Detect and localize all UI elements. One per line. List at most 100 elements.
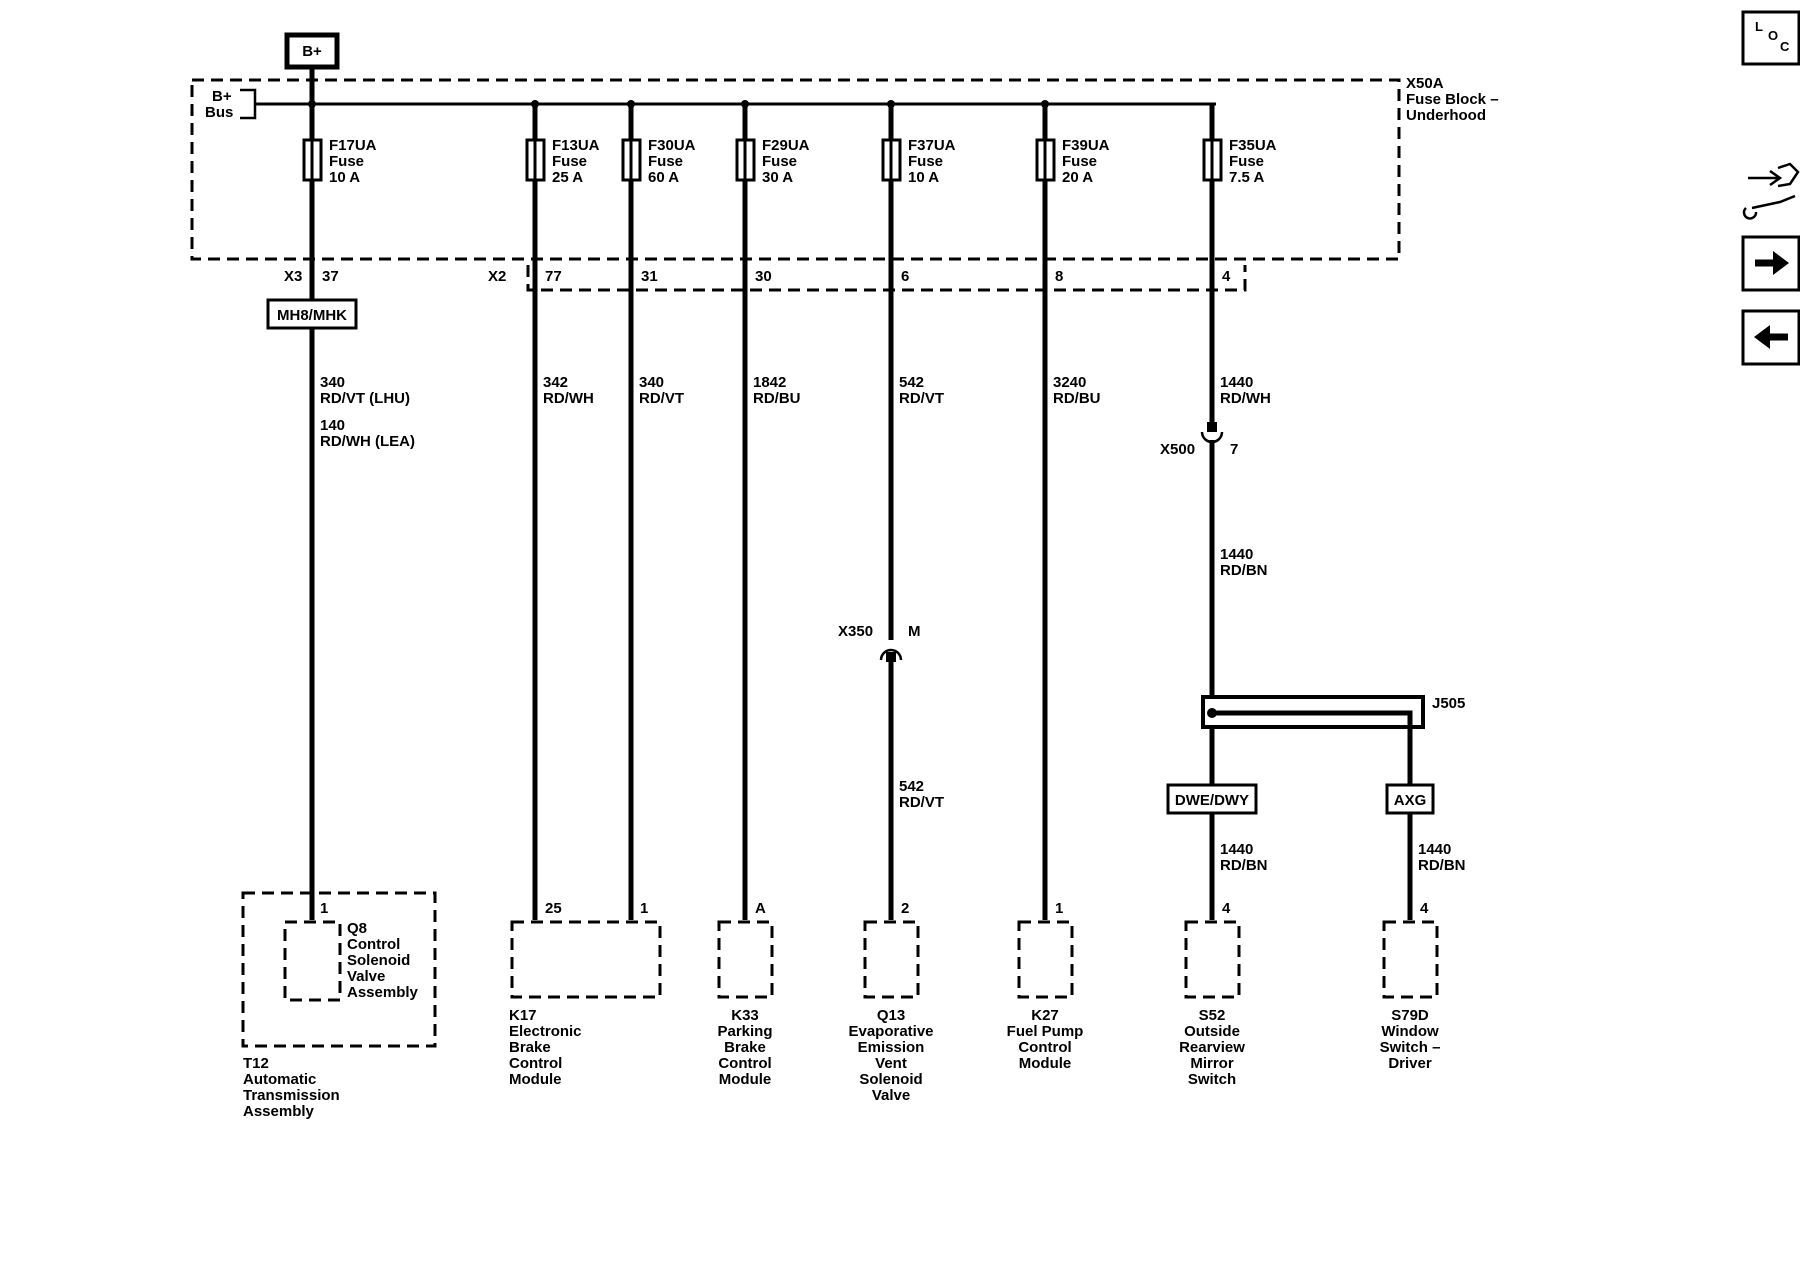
component-pin: 4	[1420, 900, 1429, 917]
fuse-rating: 7.5 A	[1229, 169, 1264, 186]
circuit-f37ua: F37UA Fuse 10 A 6 542 RD/VT X350 M 542 R…	[838, 100, 956, 920]
circuit-f30ua: F30UA Fuse 60 A 31 340 RD/VT	[621, 100, 696, 920]
component-text: Control	[718, 1055, 771, 1072]
wire-number: 1440	[1418, 841, 1451, 858]
fuse-rating: 60 A	[648, 169, 679, 186]
wire-color: RD/BU	[753, 390, 801, 407]
component-text: Emission	[858, 1039, 925, 1056]
wire-number: 340	[320, 374, 345, 391]
fuse-pin: 37	[322, 268, 339, 285]
fuse-type: Fuse	[1062, 153, 1097, 170]
arrow-right-icon[interactable]	[1741, 235, 1800, 292]
fuse-rating: 25 A	[552, 169, 583, 186]
fuse-block-id: X50A	[1406, 75, 1444, 92]
component-text: Brake	[724, 1039, 766, 1056]
wire-number: 542	[899, 778, 924, 795]
component-pin: 2	[901, 900, 909, 917]
component-text: Solenoid	[859, 1071, 922, 1088]
component-text: Driver	[1388, 1055, 1432, 1072]
component-text: Rearview	[1179, 1039, 1245, 1056]
wire-color: RD/BN	[1220, 562, 1268, 579]
component-text: Valve	[347, 968, 385, 985]
component-text: Vent	[875, 1055, 907, 1072]
x500-label: X500	[1160, 441, 1195, 458]
component-text: Switch –	[1380, 1039, 1441, 1056]
bus-label-2: Bus	[205, 104, 233, 121]
wire-number: 340	[639, 374, 664, 391]
x350-label: X350	[838, 623, 873, 640]
fuse-block-label: X50A Fuse Block – Underhood	[1406, 75, 1499, 124]
component-text: Mirror	[1190, 1055, 1234, 1072]
component-text: Assembly	[347, 984, 419, 1001]
component-id: S79D	[1391, 1007, 1429, 1024]
x350-pin: M	[908, 623, 921, 640]
wire-color: RD/WH	[543, 390, 594, 407]
fuse-type: Fuse	[329, 153, 364, 170]
fuse-type: Fuse	[552, 153, 587, 170]
component-text: Brake	[509, 1039, 551, 1056]
component-text: Control	[509, 1055, 562, 1072]
component-text: Module	[719, 1071, 772, 1088]
component-text: Fuel Pump	[1007, 1023, 1084, 1040]
option-axg: AXG	[1394, 792, 1427, 809]
fuse-pin: 31	[641, 268, 658, 285]
component-text: Module	[1019, 1055, 1072, 1072]
option-box-mh8	[266, 298, 358, 330]
bplus-bus: B+ Bus	[205, 88, 1216, 121]
bus-label-1: B+	[212, 88, 232, 105]
arrow-left-icon[interactable]	[1741, 309, 1800, 366]
component-k33: A K33 Parking Brake Control Module	[717, 900, 774, 1088]
circuit-f13ua: F13UA Fuse 25 A 77 342 RD/WH	[525, 100, 600, 920]
fuse-type: Fuse	[1229, 153, 1264, 170]
component-text: Module	[509, 1071, 562, 1088]
bplus-label: B+	[302, 43, 322, 60]
component-id: Q13	[877, 1007, 905, 1024]
component-id: K27	[1031, 1007, 1059, 1024]
circuit-f29ua: F29UA Fuse 30 A 30 1842 RD/BU	[735, 100, 810, 920]
circuit-f17ua: F17UA Fuse 10 A 37 MH8/MHK 340 RD/VT (LH…	[266, 67, 415, 920]
loc-icon[interactable]: L O C	[1741, 10, 1800, 66]
wire-color: RD/VT	[639, 390, 684, 407]
option-box-axg	[1385, 783, 1435, 815]
component-id: K33	[731, 1007, 759, 1024]
wire-color-alt: RD/WH (LEA)	[320, 433, 415, 450]
component-text: Valve	[872, 1087, 910, 1104]
fuse-rating: 10 A	[329, 169, 360, 186]
x350-connector-icon	[879, 648, 903, 661]
wire-color: RD/WH	[1220, 390, 1271, 407]
splice-j505: J505	[1201, 695, 1465, 920]
fuse-block-title: Fuse Block –	[1406, 91, 1499, 108]
component-k17: 25 1 K17 Electronic Brake Control Module	[509, 900, 662, 1088]
wire-color: RD/BU	[1053, 390, 1101, 407]
component-pin: 1	[640, 900, 648, 917]
fuse-name: F17UA	[329, 137, 377, 154]
wire-number: 1440	[1220, 841, 1253, 858]
fuse-type: Fuse	[648, 153, 683, 170]
wrench-connector-icon[interactable]	[1742, 162, 1800, 220]
component-text: Window	[1381, 1023, 1439, 1040]
component-text: Switch	[1188, 1071, 1236, 1088]
fuse-name: F29UA	[762, 137, 810, 154]
wire-color: RD/BN	[1220, 857, 1268, 874]
component-text: Control	[347, 936, 400, 953]
x2-connector-outline	[526, 265, 1247, 292]
option-box-dwe	[1166, 783, 1258, 815]
fuse-block-outline	[190, 78, 1401, 261]
fuse-name: F39UA	[1062, 137, 1110, 154]
component-text: Parking	[717, 1023, 772, 1040]
wire-number: 1842	[753, 374, 786, 391]
fuse-rating: 20 A	[1062, 169, 1093, 186]
wire-number: 3240	[1053, 374, 1086, 391]
component-s52: 4 S52 Outside Rearview Mirror Switch	[1179, 900, 1245, 1088]
wire-color: RD/VT	[899, 794, 944, 811]
wire-number: 342	[543, 374, 568, 391]
circuit-f39ua: F39UA Fuse 20 A 8 3240 RD/BU	[1035, 100, 1110, 920]
component-q13: 2 Q13 Evaporative Emission Vent Solenoid…	[848, 900, 933, 1104]
component-k27: 1 K27 Fuel Pump Control Module	[1007, 900, 1084, 1072]
wire-number: 1440	[1220, 374, 1253, 391]
wire-number: 1440	[1220, 546, 1253, 563]
component-text: Automatic	[243, 1071, 316, 1088]
component-pin: 1	[1055, 900, 1063, 917]
component-id: Q8	[347, 920, 367, 937]
